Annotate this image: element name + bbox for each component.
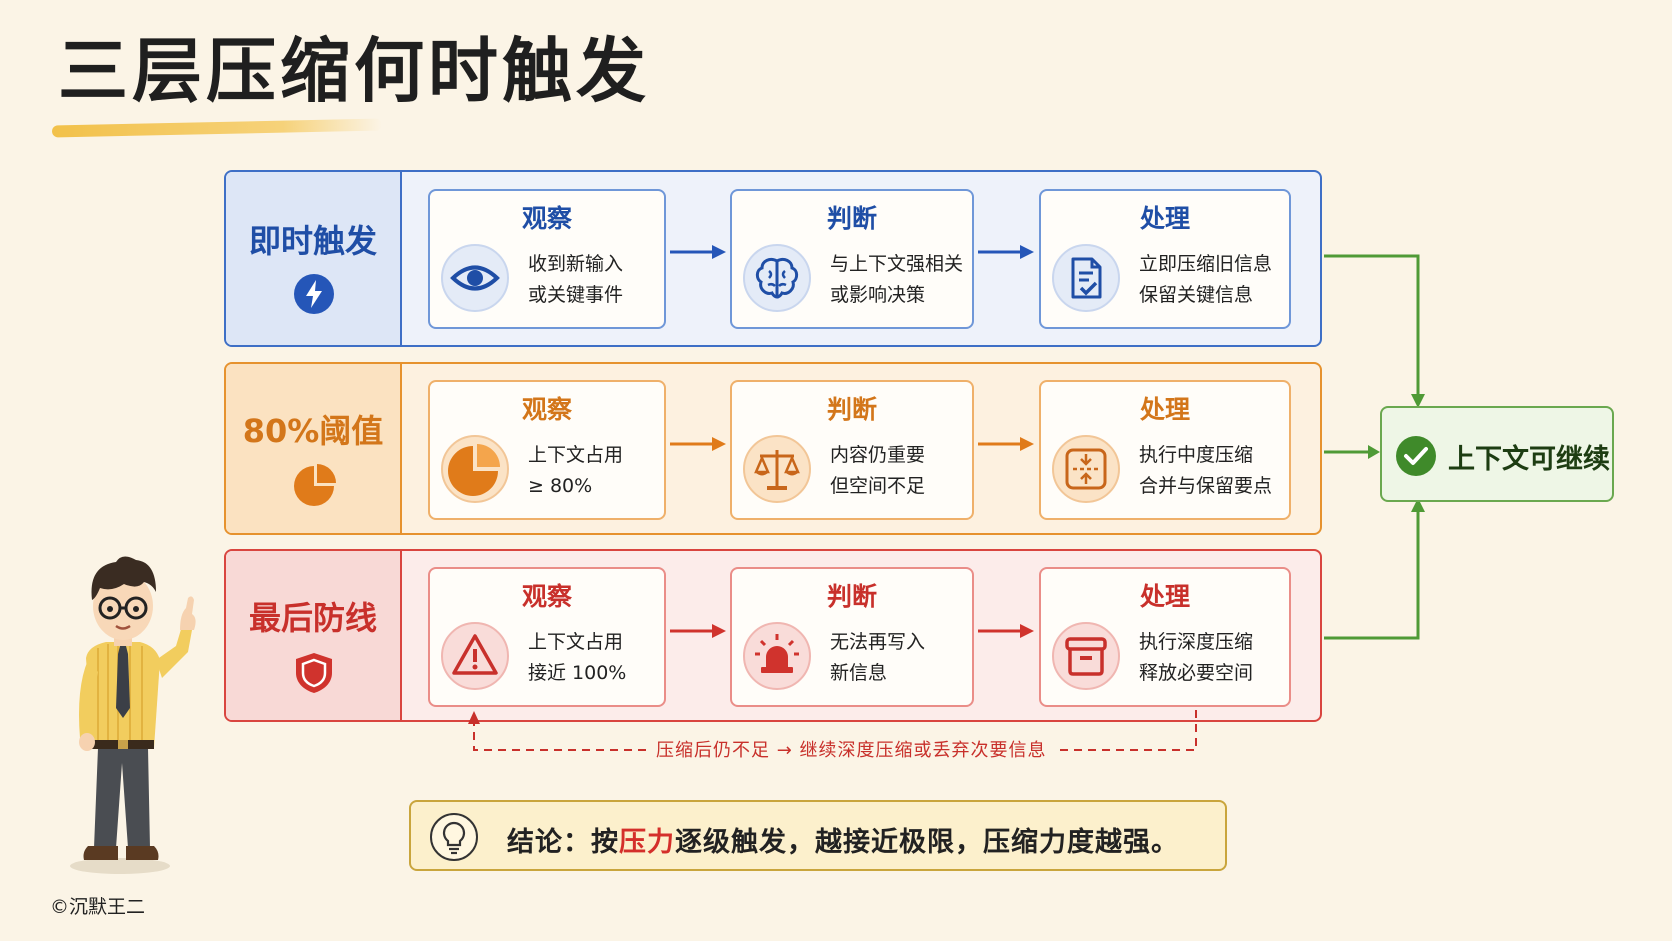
card-line: 但空间不足	[830, 475, 926, 497]
card-title: 观察	[521, 204, 572, 233]
card-line: 内容仍重要	[830, 444, 926, 466]
scale-icon	[743, 435, 811, 503]
card-line: 释放必要空间	[1139, 662, 1254, 684]
card-process: 处理 执行深度压缩 释放必要空间	[1039, 567, 1291, 707]
result-box: 上下文可继续	[1380, 406, 1614, 502]
copyright: ©沉默王二	[50, 896, 146, 918]
row-label: 最后防线	[248, 599, 377, 637]
arrow-right-icon	[978, 245, 1034, 259]
card-observe: 观察 上下文占用 接近 100%	[428, 567, 666, 707]
compress-icon	[1052, 435, 1120, 503]
title-underline	[51, 118, 383, 138]
arrow-right-icon	[978, 437, 1034, 451]
feedback-loop	[468, 710, 1197, 751]
card-line: 保留关键信息	[1139, 284, 1254, 306]
card-line: 与上下文强相关	[830, 253, 964, 275]
card-line: 上下文占用	[528, 631, 624, 653]
arrow-right-icon	[978, 624, 1034, 638]
conclusion-highlight: 压力	[619, 827, 675, 858]
card-process: 处理 立即压缩旧信息 保留关键信息	[1039, 189, 1291, 329]
alarm-icon	[743, 622, 811, 690]
row-last-line: 最后防线 观察 上下文占用 接近 100% 判断	[224, 549, 1322, 722]
check-circle-icon	[1396, 436, 1436, 476]
card-line: 新信息	[830, 662, 888, 684]
card-observe: 观察 收到新输入 或关键事件	[428, 189, 666, 329]
card-line: 执行深度压缩	[1139, 631, 1254, 653]
card-line: 收到新输入	[528, 253, 624, 275]
row-label: 80%阈值	[242, 412, 384, 450]
card-line: 或影响决策	[830, 284, 926, 306]
row-label: 即时触发	[248, 222, 377, 260]
card-line: 无法再写入	[830, 631, 926, 653]
card-title: 判断	[826, 204, 877, 233]
card-judge: 判断 与上下文强相关 或影响决策	[730, 189, 974, 329]
card-title: 判断	[826, 395, 877, 424]
card-line: ≥ 80%	[528, 475, 593, 497]
row-header: 80%阈值	[226, 364, 402, 533]
document-check-icon	[1052, 244, 1120, 312]
row-header: 即时触发	[226, 172, 402, 345]
row-header: 最后防线	[226, 551, 402, 720]
arrow-right-icon	[670, 624, 726, 638]
eye-icon	[441, 244, 509, 312]
conclusion-box: 结论：按压力逐级触发，越接近极限，压缩力度越强。	[409, 800, 1227, 871]
pie-chart-icon	[294, 464, 336, 506]
result-label: 上下文可继续	[1448, 444, 1610, 475]
lightbulb-icon	[430, 813, 478, 861]
pie-chart-icon	[441, 435, 509, 503]
arrow-right-icon	[670, 437, 726, 451]
arrow-right-icon	[670, 245, 726, 259]
row-threshold-80: 80%阈值 观察 上下文占用 ≥ 80% 判断	[224, 362, 1322, 535]
card-line: 合并与保留要点	[1139, 475, 1273, 497]
card-process: 处理 执行中度压缩 合并与保留要点	[1039, 380, 1291, 520]
card-observe: 观察 上下文占用 ≥ 80%	[428, 380, 666, 520]
brain-icon	[743, 244, 811, 312]
card-judge: 判断 内容仍重要 但空间不足	[730, 380, 974, 520]
mascot-illustration	[70, 556, 196, 874]
result-connectors	[1324, 254, 1425, 640]
card-title: 处理	[1139, 582, 1190, 611]
archive-icon	[1052, 622, 1120, 690]
card-title: 观察	[521, 582, 572, 611]
card-title: 处理	[1139, 204, 1190, 233]
row-instant-trigger: 即时触发 观察 收到新输入 或关键事件 判断 与上下文强相关 或	[224, 170, 1322, 347]
page-title: 三层压缩何时触发	[58, 30, 650, 112]
feedback-text: 压缩后仍不足 → 继续深度压缩或丢弃次要信息	[656, 740, 1047, 761]
card-line: 立即压缩旧信息	[1139, 253, 1273, 275]
card-judge: 判断 无法再写入 新信息	[730, 567, 974, 707]
conclusion-prefix: 结论：按	[507, 827, 619, 858]
card-title: 观察	[521, 395, 572, 424]
card-line: 或关键事件	[528, 284, 624, 306]
shield-icon	[296, 653, 332, 693]
card-title: 判断	[826, 582, 877, 611]
card-line: 上下文占用	[528, 444, 624, 466]
card-line: 接近 100%	[528, 662, 627, 684]
lightning-icon	[294, 274, 334, 314]
card-title: 处理	[1139, 395, 1190, 424]
warning-icon	[441, 622, 509, 690]
card-line: 执行中度压缩	[1139, 444, 1254, 466]
conclusion-suffix: 逐级触发，越接近极限，压缩力度越强。	[675, 827, 1179, 858]
